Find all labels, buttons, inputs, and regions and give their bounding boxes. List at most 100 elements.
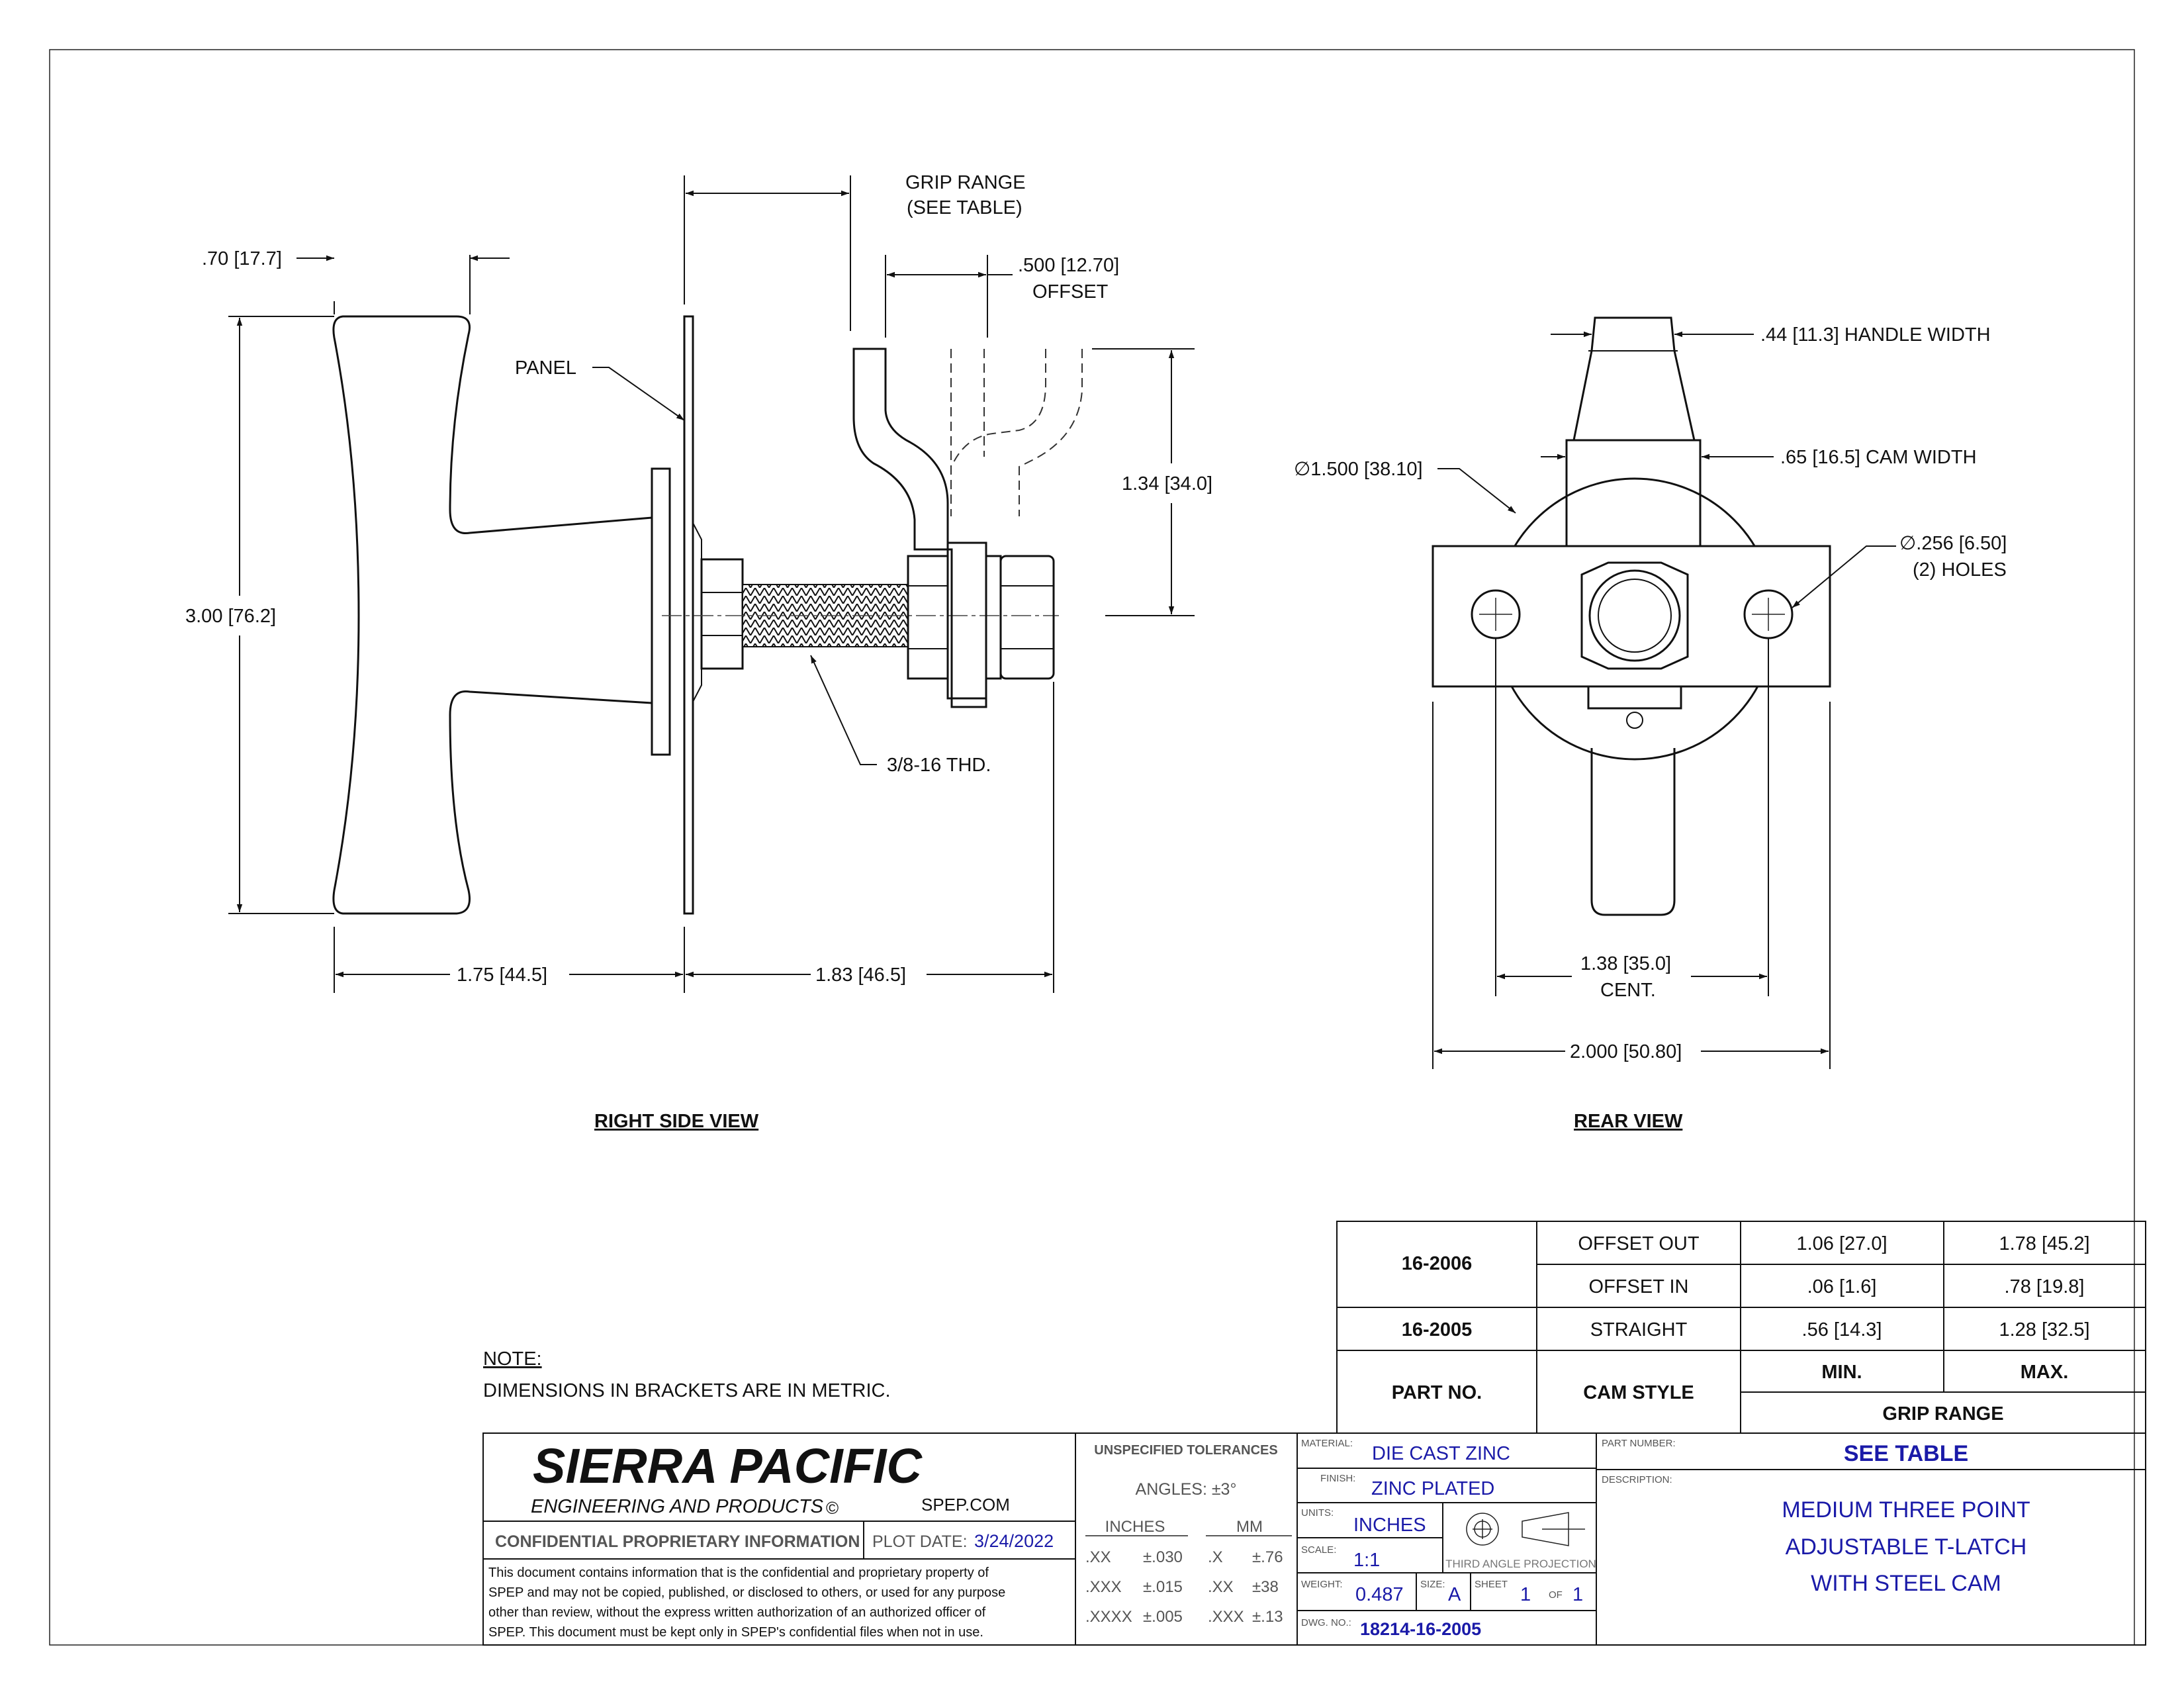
rear-hex-nut: [1580, 561, 1689, 670]
rear-view: .44 [11.3] HANDLE WIDTH .65 [16.5] CAM W…: [1294, 316, 2007, 1132]
dim-hole-diameter: ∅.256 [6.50]: [1899, 533, 2007, 554]
t-handle: [332, 315, 653, 915]
tol-row-1-in: .XX: [1085, 1548, 1111, 1566]
disclaimer-line-4: SPEP. This document must be kept only in…: [488, 1625, 983, 1640]
label-thread: 3/8-16 THD.: [887, 755, 991, 776]
dim-grip-range: GRIP RANGE: [905, 172, 1026, 193]
disclaimer-line-2: SPEP and may not be copied, published, o…: [488, 1585, 1005, 1600]
of-label: OF: [1549, 1589, 1563, 1601]
tolerance-mm-label: MM: [1236, 1518, 1263, 1536]
dwg-number: 18214-16-2005: [1360, 1619, 1481, 1639]
third-angle-projection-icon: [1466, 1512, 1585, 1546]
table-header-part-no: PART NO.: [1392, 1382, 1482, 1403]
copyright-symbol: ©: [826, 1498, 839, 1518]
hex-nut-right: [985, 555, 1002, 680]
dim-hole-count: (2) HOLES: [1913, 559, 2007, 581]
company-website: SPEP.COM: [921, 1495, 1010, 1515]
table-max-straight: 1.28 [32.5]: [1999, 1319, 2089, 1340]
description-label: DESCRIPTION:: [1602, 1474, 1672, 1485]
tolerance-angles: ANGLES: ±3°: [1136, 1480, 1237, 1499]
table-header-cam-style: CAM STYLE: [1583, 1382, 1694, 1403]
table-max-offset-in: .78 [19.8]: [2005, 1276, 2085, 1297]
tol-row-2-in-tol: ±.015: [1143, 1578, 1183, 1596]
tol-row-3-mm-tol: ±.13: [1252, 1608, 1283, 1626]
tol-row-1-in-tol: ±.030: [1143, 1548, 1183, 1566]
weight-value: 0.487: [1355, 1584, 1404, 1605]
table-part-16-2005: 16-2005: [1402, 1319, 1472, 1340]
handle-base: [651, 467, 671, 756]
company-name: SIERRA PACIFIC: [533, 1438, 923, 1493]
table-style-offset-in: OFFSET IN: [1589, 1276, 1689, 1297]
material-value: DIE CAST ZINC: [1372, 1443, 1510, 1464]
description-line-1: MEDIUM THREE POINT: [1782, 1497, 2030, 1523]
tol-row-1-mm: .X: [1208, 1548, 1223, 1566]
dim-overall-width: 2.000 [50.80]: [1570, 1041, 1682, 1062]
panel: [683, 315, 694, 915]
mounting-plate: [1432, 545, 1831, 688]
table-min-offset-out: 1.06 [27.0]: [1796, 1233, 1887, 1254]
dim-overall-height: 3.00 [76.2]: [185, 606, 276, 627]
dwg-label: DWG. NO.:: [1301, 1617, 1351, 1628]
rear-handle-top: [1572, 316, 1696, 442]
plot-date-label: PLOT DATE:: [872, 1532, 968, 1551]
dim-offset-label: OFFSET: [1032, 281, 1109, 303]
description-line-2: ADJUSTABLE T-LATCH: [1786, 1534, 2027, 1560]
tolerance-heading: UNSPECIFIED TOLERANCES: [1094, 1443, 1277, 1458]
disclaimer-line-1: This document contains information that …: [488, 1566, 989, 1580]
plot-date: 3/24/2022: [974, 1531, 1054, 1551]
table-style-offset-out: OFFSET OUT: [1578, 1233, 1699, 1254]
disclaimer-line-3: other than review, without the express w…: [488, 1605, 986, 1620]
grip-range-table: 16-2006 OFFSET OUT 1.06 [27.0] 1.78 [45.…: [1336, 1221, 2146, 1434]
rear-handle-bottom: [1590, 748, 1676, 916]
note-heading: NOTE:: [483, 1348, 542, 1370]
dim-offset: .500 [12.70]: [1018, 255, 1119, 276]
cam: [852, 348, 987, 708]
dim-cam-width: .65 [16.5] CAM WIDTH: [1780, 447, 1977, 468]
size-value: A: [1448, 1584, 1461, 1605]
dim-cam-height: 1.34 [34.0]: [1122, 473, 1212, 494]
finish-value: ZINC PLATED: [1371, 1478, 1494, 1499]
sheet-label: SHEET: [1475, 1579, 1508, 1590]
tol-row-2-in: .XXX: [1085, 1578, 1122, 1596]
finish-label: FINISH:: [1320, 1473, 1355, 1484]
size-label: SIZE:: [1420, 1579, 1445, 1590]
tol-row-3-in: .XXXX: [1085, 1608, 1132, 1626]
sheet-of-value: 1: [1572, 1584, 1583, 1605]
note-text: DIMENSIONS IN BRACKETS ARE IN METRIC.: [483, 1380, 891, 1401]
part-number-label: PART NUMBER:: [1602, 1438, 1676, 1449]
tolerance-inches-label: INCHES: [1105, 1518, 1165, 1536]
rear-cam-body: [1565, 439, 1702, 547]
dim-hole-centers: 1.38 [35.0]: [1580, 953, 1671, 974]
dim-grip-range-note: (SEE TABLE): [907, 197, 1023, 218]
dim-diameter: ∅1.500 [38.10]: [1294, 459, 1423, 480]
weight-label: WEIGHT:: [1301, 1579, 1343, 1590]
units-value: INCHES: [1353, 1515, 1426, 1536]
tol-row-3-mm: .XXX: [1208, 1608, 1244, 1626]
table-max-offset-out: 1.78 [45.2]: [1999, 1233, 2089, 1254]
right-side-view-title: RIGHT SIDE VIEW: [594, 1111, 759, 1132]
sheet-value: 1: [1520, 1584, 1531, 1605]
hex-nut-middle: [907, 555, 949, 680]
company-tagline: ENGINEERING AND PRODUCTS: [531, 1496, 824, 1517]
right-side-view: .70 [17.7] 3.00 [76.2] 1.75 [44.5] 1.83 …: [185, 172, 1212, 1132]
dim-handle-thickness: .70 [17.7]: [202, 248, 282, 269]
table-style-straight: STRAIGHT: [1590, 1319, 1688, 1340]
scale-value: 1:1: [1353, 1550, 1380, 1571]
confidential-label: CONFIDENTIAL PROPRIETARY INFORMATION: [495, 1532, 860, 1551]
dim-body-length: 1.83 [46.5]: [815, 964, 906, 986]
table-min-straight: .56 [14.3]: [1802, 1319, 1882, 1340]
table-part-16-2006: 16-2006: [1402, 1253, 1472, 1274]
table-header-grip-range: GRIP RANGE: [1882, 1403, 2003, 1425]
table-header-max: MAX.: [2021, 1362, 2069, 1383]
rear-view-title: REAR VIEW: [1574, 1111, 1683, 1132]
material-label: MATERIAL:: [1301, 1438, 1353, 1449]
description-line-3: WITH STEEL CAM: [1811, 1571, 2001, 1596]
tol-row-3-in-tol: ±.005: [1143, 1608, 1183, 1626]
title-block: SIERRA PACIFIC ENGINEERING AND PRODUCTS …: [482, 1432, 2146, 1646]
label-panel: PANEL: [515, 357, 576, 379]
tol-row-2-mm-tol: ±38: [1252, 1578, 1279, 1596]
projection-label: THIRD ANGLE PROJECTION: [1445, 1558, 1596, 1570]
offset-cam-phantom: [950, 349, 1083, 516]
hex-nut-left: [700, 558, 744, 670]
